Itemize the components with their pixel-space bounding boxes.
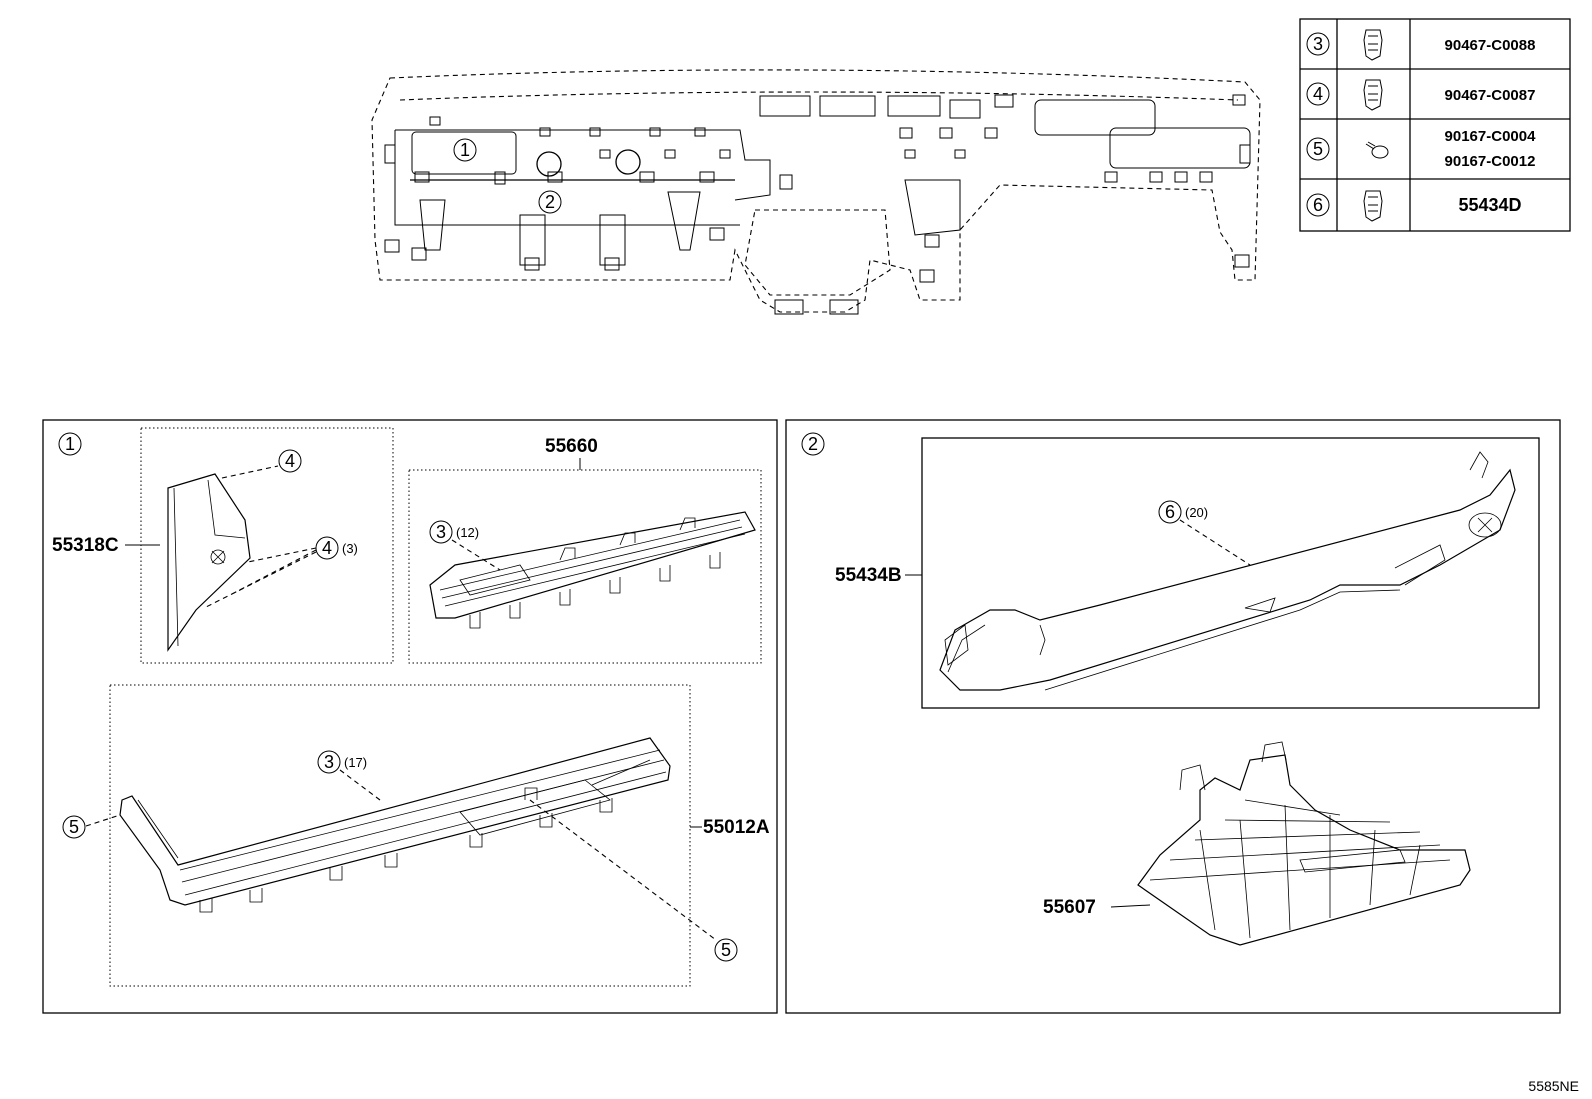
callout-1: 1 xyxy=(453,138,477,162)
qty-label: (17) xyxy=(344,755,367,770)
dashboard-overview: 1 2 xyxy=(371,69,1261,315)
ref-callout: 6 xyxy=(1165,502,1175,522)
table-code: 90467-C0087 xyxy=(1445,87,1536,104)
ref-callout: 4 xyxy=(285,451,295,471)
table-ref: 6 xyxy=(1313,195,1323,215)
part-55318C-drawing xyxy=(167,473,251,652)
ref-callout: 4 xyxy=(322,538,332,558)
part-55660-drawing xyxy=(429,511,756,629)
group-1-id: 1 xyxy=(58,432,82,456)
part-number-55607: 55607 xyxy=(1043,897,1096,918)
table-ref: 4 xyxy=(1313,84,1323,104)
part-55607-drawing xyxy=(1137,741,1471,946)
clip-icon xyxy=(1363,190,1383,222)
screw-icon xyxy=(1365,141,1389,159)
ref-callout: 3 xyxy=(436,522,446,542)
table-code: 90467-C0088 xyxy=(1445,37,1536,54)
group-1-panel: 1 55318C 4 4 (3) 55660 xyxy=(42,419,778,1014)
part-number-55318C: 55318C xyxy=(52,535,119,556)
table-code: 90167-C0012 xyxy=(1445,153,1536,170)
table-ref: 3 xyxy=(1313,34,1323,54)
svg-text:2: 2 xyxy=(808,434,818,454)
part-55012A-drawing xyxy=(119,737,671,913)
table-row: 6 55434D xyxy=(1306,190,1522,222)
table-row: 5 90167-C0004 90167-C0012 xyxy=(1306,128,1537,170)
part-number-55434B: 55434B xyxy=(835,565,902,586)
fastener-table: 3 90467-C0088 4 90467-C0087 5 xyxy=(1299,18,1571,232)
ref-callout: 5 xyxy=(721,940,731,960)
table-row: 3 90467-C0088 xyxy=(1306,29,1536,61)
ref-callout: 3 xyxy=(324,752,334,772)
qty-label: (12) xyxy=(456,525,479,540)
group-2-id: 2 xyxy=(801,432,825,456)
table-ref: 5 xyxy=(1313,139,1323,159)
table-code: 90167-C0004 xyxy=(1445,128,1537,145)
svg-text:1: 1 xyxy=(460,140,470,160)
ref-callout: 5 xyxy=(69,817,79,837)
part-55434B-drawing xyxy=(939,451,1516,691)
qty-label: (3) xyxy=(342,541,358,556)
callout-2: 2 xyxy=(538,190,562,214)
table-row: 4 90467-C0087 xyxy=(1306,79,1536,111)
svg-text:1: 1 xyxy=(65,434,75,454)
part-number-55660: 55660 xyxy=(545,436,598,457)
table-code: 55434D xyxy=(1458,195,1521,215)
svg-text:2: 2 xyxy=(545,192,555,212)
group-2-panel: 2 55434B 6 (20) xyxy=(785,419,1561,1014)
clip-icon xyxy=(1363,79,1383,111)
clip-icon xyxy=(1363,29,1383,61)
diagram-code: 5585NE xyxy=(1528,1078,1579,1094)
part-number-55012A: 55012A xyxy=(703,817,770,838)
qty-label: (20) xyxy=(1185,505,1208,520)
